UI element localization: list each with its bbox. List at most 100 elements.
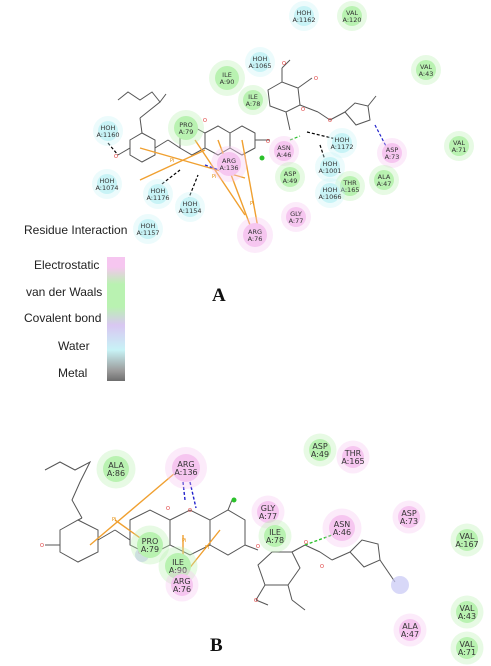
residue-id: A:165 <box>341 186 360 194</box>
oxygen-atom: O <box>304 540 308 546</box>
residue-name: ALA <box>402 622 418 631</box>
residue-id: A:46 <box>277 151 292 159</box>
pi-label: Pi <box>250 201 254 207</box>
residue-name: HOH <box>183 200 198 208</box>
residue-id: A:1162 <box>292 16 315 24</box>
oxygen-atom: O <box>320 564 324 570</box>
residue-name: ILE <box>269 528 281 537</box>
residue-disc <box>172 454 200 482</box>
residue-disc <box>217 152 241 176</box>
residue-name: ILE <box>172 558 184 567</box>
oxygen-atom: O <box>301 107 305 113</box>
residue-name: ASN <box>334 520 351 529</box>
panel-b-label: B <box>210 635 223 656</box>
residue-disc <box>180 197 200 217</box>
residue-disc <box>171 574 193 596</box>
chlorine-atom <box>259 155 265 161</box>
residue-id: A:73 <box>385 153 400 161</box>
residue-disc <box>215 66 239 90</box>
residue-id: A:49 <box>283 177 298 185</box>
legend-item-metal: Metal <box>58 366 88 380</box>
residue-name: GLY <box>290 210 302 218</box>
residue-disc <box>456 601 478 623</box>
residue-name: HOH <box>100 177 115 185</box>
residue-name: HOH <box>141 222 156 230</box>
residue-id: A:43 <box>458 612 476 621</box>
oxygen-atom: O <box>328 118 332 124</box>
residue-name: GLY <box>261 504 276 513</box>
pi-label: Pi <box>205 545 209 551</box>
pi-label: Pi <box>182 538 186 544</box>
legend-item-covalent-bond: Covalent bond <box>24 311 102 325</box>
residue-disc <box>174 116 198 140</box>
pi-label: Pi <box>212 174 216 180</box>
residue-id: A:120 <box>343 16 362 24</box>
residue-name: ARG <box>248 228 262 236</box>
residue-name: ALA <box>378 173 391 181</box>
residue-name: HOH <box>335 136 350 144</box>
residue-id: A:77 <box>289 217 304 225</box>
residue-disc <box>98 121 118 141</box>
legend-gradient-bar <box>107 257 125 381</box>
residue-id: A:136 <box>174 468 197 477</box>
residue-id: A:1066 <box>318 193 341 201</box>
residue-id: A:76 <box>173 585 191 594</box>
residue-id: A:136 <box>220 164 239 172</box>
residue-id: A:1154 <box>178 207 201 215</box>
residue-id: A:90 <box>220 78 235 86</box>
oxygen-atom: O <box>188 508 192 514</box>
residue-name: THR <box>344 449 362 458</box>
panel-b-ligand <box>44 460 396 611</box>
residue-name: VAL <box>460 604 475 613</box>
residue-disc <box>274 141 294 161</box>
oxygen-atom: O <box>40 543 44 549</box>
oxygen-atom: O <box>266 139 270 145</box>
residue-disc <box>137 532 163 558</box>
pi-label: Pi <box>170 158 174 164</box>
residue-disc <box>264 525 286 547</box>
residue-id: A:46 <box>333 528 351 537</box>
residue-id: A:78 <box>246 100 261 108</box>
residue-disc <box>257 501 279 523</box>
panel-b-diagram: Pi Pi Pi Pi O O O O O O O O ARGA:136ASPA… <box>40 433 484 665</box>
residue-name: VAL <box>346 9 358 17</box>
residue-disc <box>97 174 117 194</box>
oxygen-atom: O <box>166 506 170 512</box>
oxygen-atom: O <box>114 154 118 160</box>
pi-label: Pi <box>112 517 116 523</box>
residue-id: A:79 <box>179 128 194 136</box>
residue-disc <box>138 219 158 239</box>
residue-name: ASN <box>277 144 291 152</box>
residue-id: A:165 <box>341 457 364 466</box>
residue-disc <box>243 90 263 110</box>
residue-disc <box>342 446 364 468</box>
residue-id: A:1001 <box>318 167 341 175</box>
residue-name: ALA <box>108 461 124 470</box>
residue-name: VAL <box>420 63 432 71</box>
residue-disc <box>399 619 421 641</box>
legend-item-water: Water <box>58 339 90 353</box>
